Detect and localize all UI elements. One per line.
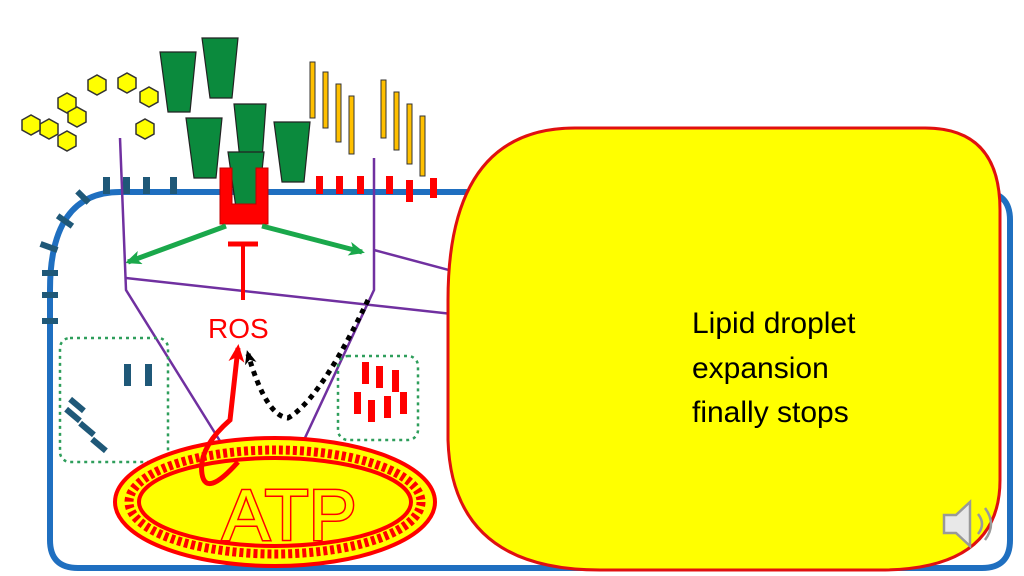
green-ligands	[159, 37, 311, 209]
lipid-label-line1: Lipid droplet	[692, 307, 856, 340]
vesicle-right	[336, 354, 420, 442]
vesicle-right-channels	[354, 362, 407, 422]
vesicle-left	[58, 336, 170, 464]
membrane-channels	[39, 177, 177, 324]
ros-production-arrow	[199, 344, 245, 487]
green-arrow-left	[125, 223, 227, 265]
lipid-label-line2: expansion	[692, 352, 829, 385]
mitochondrion	[113, 436, 437, 568]
red-receptor	[219, 167, 269, 225]
black-dotted-arrow	[245, 298, 371, 421]
vesicle-left-channels	[64, 364, 152, 454]
membrane-red-channels	[316, 176, 437, 202]
glucose-molecules	[21, 72, 159, 152]
lipid-droplet	[446, 126, 1002, 572]
ros-label: ROS	[208, 313, 269, 344]
purple-path-left	[118, 137, 240, 472]
fatty-acids	[309, 61, 426, 177]
green-arrow-right	[261, 223, 365, 256]
cell-membrane	[47, 189, 1013, 571]
speaker-icon[interactable]	[942, 499, 993, 549]
lipid-droplet-label: Lipid droplet expansion finally stops	[692, 307, 864, 429]
purple-path-right	[288, 158, 376, 472]
atp-label: ATP	[222, 476, 357, 556]
lipid-label-line3: finally stops	[692, 396, 849, 429]
